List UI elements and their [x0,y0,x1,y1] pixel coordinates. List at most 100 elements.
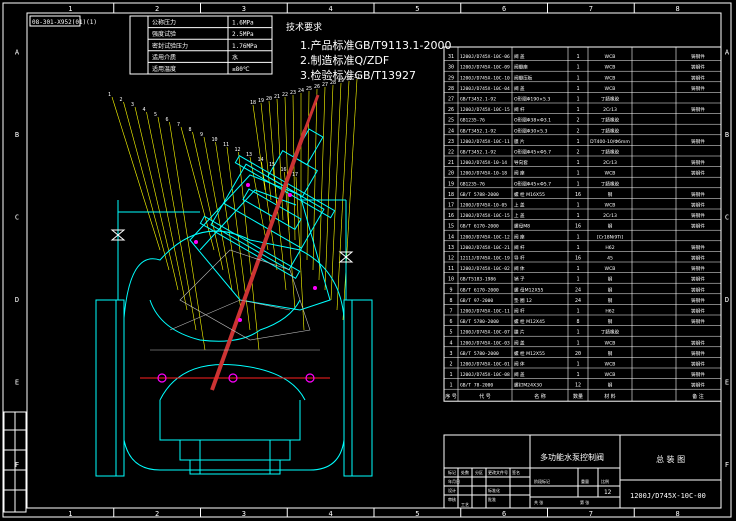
bom-cell-material: H62 [605,309,614,315]
bom-cell-material: 丁腈橡胶 [601,329,620,336]
zone-number-bottom: 2 [155,510,159,518]
bom-cell-name: 阀 座 [514,170,525,177]
bom-cell-name: 螺 栓 M12X55 [514,350,545,357]
leader-line [268,100,278,211]
bom-cell-code: 1200J/D745X-10C-06 [460,54,510,60]
bom-cell-no: 1 [449,372,452,378]
spec-value: 2.5MPa [232,31,254,38]
spec-value: 1.6MPa [232,20,254,27]
bom-cell-note: 铸钢件 [691,318,705,325]
callout-number: 10 [212,137,218,143]
bom-cell-code: 1200J/D745X-10-14 [460,160,507,166]
callout-number: 27 [322,82,328,88]
bom-header-cell: 数量 [573,393,583,400]
callout-number: 23 [290,90,296,96]
bom-cell-name: 膜 片 [514,329,525,336]
bom-cell-code: 1200J/D745X-10-05 [460,203,507,209]
callout-number: 15 [269,162,275,168]
callout-number: 26 [314,84,320,90]
callout-number: 21 [274,94,280,100]
zone-number-bottom: 3 [242,510,246,518]
callout-number: 13 [246,152,252,158]
bom-cell-qty: 1 [576,309,579,315]
zone-letter-left: F [15,461,19,469]
bom-cell-material: 钢 [608,318,613,325]
callout-number: 6 [166,117,169,123]
bom-cell-no: 4 [449,340,452,346]
bom-cell-note: 铸钢件 [691,371,705,378]
notes-line-3: 3.检验标准GB/T13927 [300,68,416,82]
bom-cell-note: 铸钢件 [691,361,705,368]
callout-number: 28 [330,80,336,86]
bom-cell-code: GB/T 5788-2000 [460,192,499,198]
tb-label-date: 年月日 [448,478,460,484]
callout-number: 16 [281,167,287,173]
callout-number: 3 [131,102,134,108]
tb-label-process: 工艺 [461,502,469,507]
bom-cell-no: 9 [449,287,452,293]
bom-cell-no: 13 [448,245,454,251]
bom-cell-name: 螺 母M12X55 [514,286,544,293]
bom-cell-name: 上 盖 [514,202,525,209]
zone-number-bottom: 8 [676,510,680,518]
callout-number: 18 [250,100,256,106]
bom-cell-material: WCB [605,54,616,60]
bom-cell-note: 铸钢件 [691,74,705,81]
bom-cell-qty: 2 [576,118,579,124]
bom-cell-material: H62 [605,245,614,251]
tb-label-review: 审核 [448,496,456,502]
bom-cell-note: 铸钢件 [691,382,705,389]
bom-cell-code: GB/T 78-2000 [460,383,493,389]
bom-cell-no: 14 [448,234,454,240]
callout-leaders [111,78,358,351]
bom-cell-no: 22 [448,150,454,156]
bom-cell-material: [Cr18Ni9Ti] [597,234,623,240]
zone-number-top: 3 [242,5,246,13]
bom-cell-note: 铸钢件 [691,212,705,219]
bom-cell-no: 30 [448,65,454,71]
bom-cell-no: 1 [449,383,452,389]
bom-cell-code: GB/T 6170-2000 [460,224,499,230]
callout-number: 11 [223,142,229,148]
bom-cell-material: WCB [605,65,616,71]
bom-cell-material: WCB [605,372,616,378]
valve-stem [210,94,320,391]
bom-cell-material: 钢 [608,191,613,198]
bom-cell-qty: 1 [576,266,579,272]
bom-cell-code: 1200J/D745X-10C-03 [460,340,510,346]
zone-number-bottom: 1 [68,510,72,518]
bom-header-cell: 代 号 [479,393,491,400]
bom-cell-note: 铸钢件 [691,223,705,230]
bom-cell-no: 16 [448,213,454,219]
doc-code-text: 08-301-X952(01)(1) [32,19,97,26]
tb-label-weight: 重量 [581,478,589,484]
spec-label: 强度试验 [152,30,176,38]
tb-label-approve: 批准 [488,496,496,502]
bom-cell-name: O形圈Φ45×Φ5.7 [514,180,551,187]
bom-cell-material: WCB [605,266,616,272]
leader-line [123,101,170,271]
bom-cell-no: 10 [448,277,454,283]
zone-number-top: 8 [676,5,680,13]
bom-cell-name: 螺母M8 [514,223,530,230]
bom-cell-name: 螺 栓 M12X45 [514,318,545,325]
bom-cell-code: 1200J/D745X-10C-15 [460,107,510,113]
scale-value: 12 [604,489,612,496]
bom-cell-name: 导向套 [514,159,528,166]
bom-cell-material: WCB [605,203,616,209]
zone-number-top: 5 [415,5,419,13]
tb-label-mark: 标记 [448,469,456,475]
internal-parts [150,249,320,351]
callout-number: 17 [292,172,298,178]
bom-cell-material: 45 [607,256,613,262]
side-needle-valves [110,229,354,263]
bom-cell-note: 铸钢件 [691,286,705,293]
bom-cell-qty: 24 [575,287,581,293]
tb-label-zone: 分区 [475,469,483,475]
bom-cell-no: 29 [448,75,454,81]
tb-label-count: 处数 [461,469,469,475]
bom-cell-qty: 1 [576,203,579,209]
bom-cell-name: 螺钉M24X30 [514,382,542,389]
bom-cell-qty: 1 [576,245,579,251]
